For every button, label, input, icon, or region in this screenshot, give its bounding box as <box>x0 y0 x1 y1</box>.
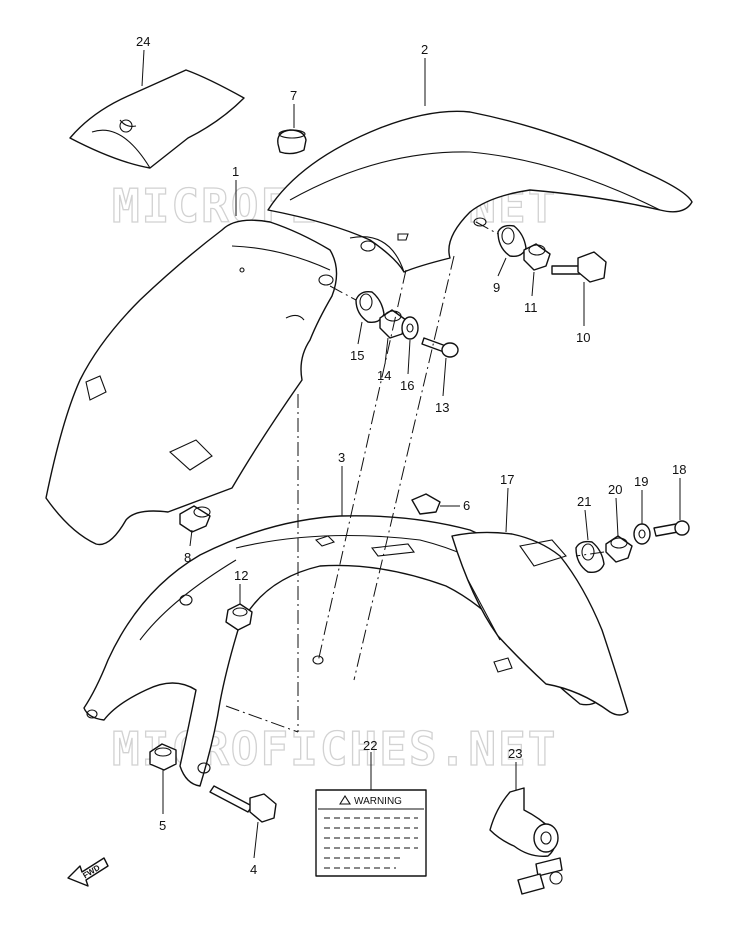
part-label-20: 20 <box>608 482 622 497</box>
assembly-line <box>317 269 407 663</box>
leader-24 <box>141 49 145 87</box>
watermark-bottom: MICROFICHES.NET <box>112 722 557 776</box>
leader-8 <box>189 529 193 547</box>
part-label-14: 14 <box>377 368 391 383</box>
part-8-spacer <box>179 505 211 533</box>
part-19-washer <box>633 523 651 545</box>
warning-label-title: WARNING <box>354 796 402 807</box>
assembly-line <box>353 255 455 681</box>
part-17-bracket <box>451 531 629 716</box>
part-1-rear-fender <box>45 219 338 546</box>
assembly-line <box>575 551 605 557</box>
part-7-cap <box>277 129 307 155</box>
leader-20 <box>615 497 619 537</box>
leader-13 <box>442 357 447 397</box>
leader-4 <box>253 821 259 859</box>
fwd-arrow-icon: FWD <box>67 857 109 887</box>
part-16-washer <box>401 316 419 340</box>
part-label-10: 10 <box>576 330 590 345</box>
leader-14 <box>384 337 389 365</box>
part-9-grommet <box>497 224 527 258</box>
part-23-lock <box>489 787 563 895</box>
part-label-17: 17 <box>500 472 514 487</box>
part-label-8: 8 <box>184 550 191 565</box>
part-label-11: 11 <box>524 300 538 315</box>
part-21-grommet <box>575 540 605 574</box>
leader-21 <box>584 509 589 541</box>
leader-17 <box>505 487 509 533</box>
part-label-16: 16 <box>400 378 414 393</box>
part-18-screw <box>653 520 690 537</box>
part-label-24: 24 <box>136 34 150 49</box>
part-label-4: 4 <box>250 862 257 877</box>
part-11-collar <box>523 243 551 271</box>
part-13-screw <box>421 337 459 358</box>
part-label-6: 6 <box>463 498 470 513</box>
part-15-grommet <box>355 290 385 324</box>
part-label-23: 23 <box>508 746 522 761</box>
part-label-21: 21 <box>577 494 591 509</box>
part-label-18: 18 <box>672 462 686 477</box>
leader-11 <box>531 271 535 297</box>
part-label-5: 5 <box>159 818 166 833</box>
leader-16 <box>407 339 411 375</box>
part-label-2: 2 <box>421 42 428 57</box>
part-label-19: 19 <box>634 474 648 489</box>
part-24-bag <box>69 69 245 169</box>
part-label-12: 12 <box>234 568 248 583</box>
part-10-bolt <box>551 251 607 283</box>
part-20-collar <box>605 535 633 563</box>
part-6-clip <box>411 493 441 515</box>
leader-15 <box>357 321 363 345</box>
leader-9 <box>497 257 507 277</box>
part-2-front-fender <box>267 110 693 273</box>
assembly-line <box>475 221 499 235</box>
part-label-1: 1 <box>232 164 239 179</box>
part-label-7: 7 <box>290 88 297 103</box>
assembly-line <box>329 285 357 301</box>
part-22-warning-label: WARNING <box>315 789 427 877</box>
part-4-bolt <box>209 785 277 823</box>
part-14-collar <box>379 309 407 339</box>
part-label-15: 15 <box>350 348 364 363</box>
part-label-13: 13 <box>435 400 449 415</box>
part-label-3: 3 <box>338 450 345 465</box>
part-5-nut <box>149 743 177 771</box>
assembly-line <box>225 705 299 733</box>
warning-triangle-icon <box>339 794 351 805</box>
part-label-9: 9 <box>493 280 500 295</box>
part-label-22: 22 <box>363 738 377 753</box>
